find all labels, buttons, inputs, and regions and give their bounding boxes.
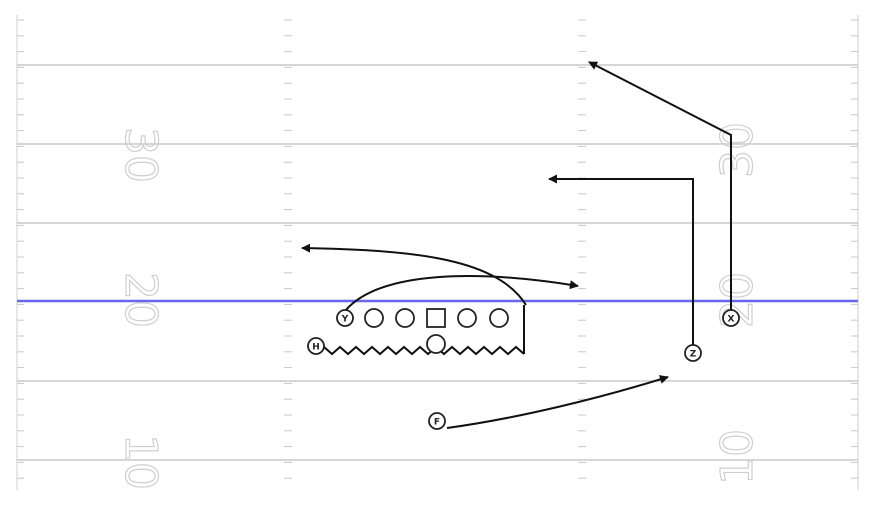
- player-x: X: [722, 309, 740, 327]
- yard-number-10-right: 10: [712, 429, 763, 485]
- routes: [301, 61, 732, 429]
- z-route: [548, 174, 694, 346]
- yard-lines: [17, 64, 858, 461]
- svg-text:F: F: [434, 418, 440, 428]
- svg-text:H: H: [312, 343, 320, 353]
- y-route: [344, 275, 579, 312]
- f-route: [446, 375, 669, 429]
- quarterback: [426, 334, 446, 354]
- player-y: Y: [336, 309, 354, 327]
- offensive-line: [364, 308, 509, 354]
- svg-text:Y: Y: [341, 315, 349, 325]
- tackle-left: [364, 308, 384, 328]
- guard-left: [395, 308, 415, 328]
- center: [426, 308, 446, 328]
- guard-right: [457, 308, 477, 328]
- yard-number-10-left: 10: [115, 434, 166, 490]
- svg-text:X: X: [728, 315, 735, 325]
- player-z: Z: [684, 344, 702, 362]
- tackle-route: [301, 243, 527, 306]
- x-route: [588, 61, 732, 311]
- hash-marks: [17, 19, 858, 479]
- yard-number-30-right: 30: [712, 122, 763, 178]
- yard-number-30-left: 30: [115, 127, 166, 183]
- player-f: F: [428, 412, 446, 430]
- h-motion-zigzag: [323, 345, 525, 356]
- player-h: H: [307, 337, 325, 355]
- svg-text:Z: Z: [690, 350, 697, 360]
- tackle-right: [489, 308, 509, 328]
